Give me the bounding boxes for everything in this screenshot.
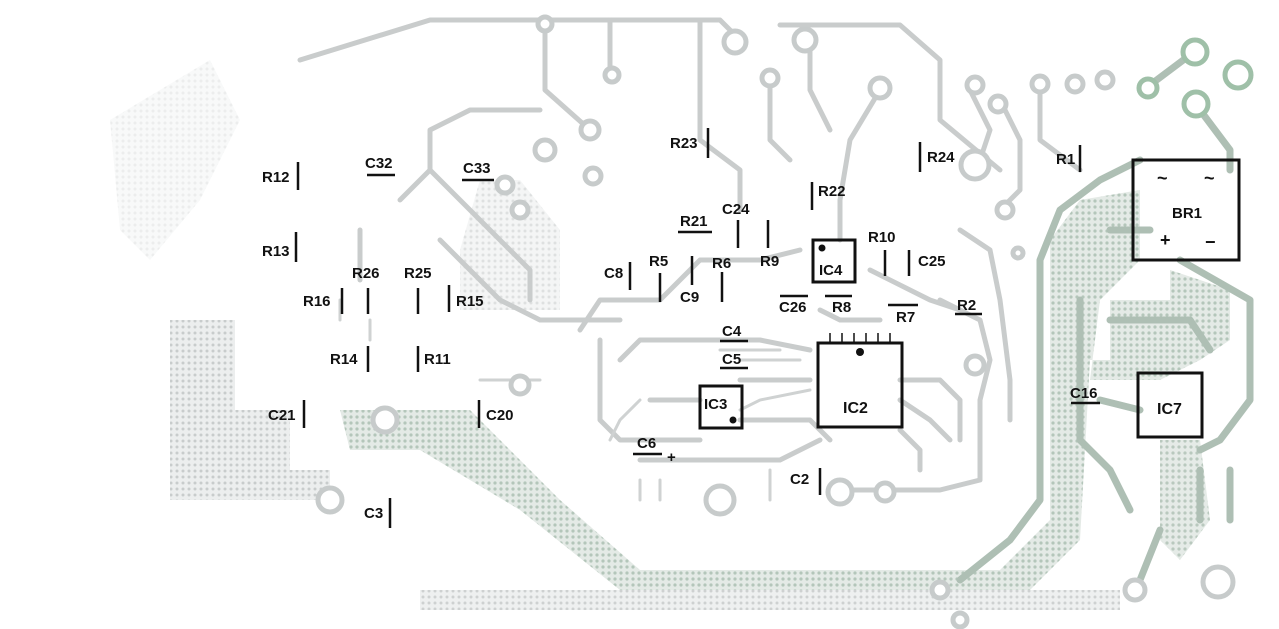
component-labels: R12 R13 R16 R26 R25 R15 R14 R11 C32 C33 … <box>262 135 1216 522</box>
label-c26: C26 <box>779 299 807 316</box>
label-c8: C8 <box>604 265 623 282</box>
label-br1-minus: − <box>1205 232 1216 252</box>
label-ic2: IC2 <box>843 400 868 417</box>
label-plus-c6: + <box>667 449 676 466</box>
label-br1-tilde-right: ~ <box>1204 168 1215 188</box>
label-br1-tilde-left: ~ <box>1157 168 1168 188</box>
ic2-outline <box>816 341 904 429</box>
ic7-outline <box>1136 371 1204 439</box>
label-c32: C32 <box>365 155 393 172</box>
label-c5: C5 <box>722 351 741 368</box>
label-ic7: IC7 <box>1157 401 1182 418</box>
label-r15: R15 <box>456 293 484 310</box>
label-ic4: IC4 <box>819 262 843 279</box>
label-r6: R6 <box>712 255 731 272</box>
label-c21: C21 <box>268 407 296 424</box>
ic4-outline <box>811 238 857 284</box>
label-c16: C16 <box>1070 385 1098 402</box>
label-c4: C4 <box>722 323 742 340</box>
ground-planes <box>110 60 1230 610</box>
label-r7: R7 <box>896 309 915 326</box>
label-c2: C2 <box>790 471 809 488</box>
label-br1-plus: + <box>1160 230 1171 250</box>
label-r25: R25 <box>404 265 432 282</box>
label-ic3: IC3 <box>704 396 727 413</box>
label-c25: C25 <box>918 253 946 270</box>
label-c24: C24 <box>722 201 750 218</box>
component-markers <box>294 128 1100 528</box>
label-c9: C9 <box>680 289 699 306</box>
label-c6: C6 <box>637 435 656 452</box>
label-r14: R14 <box>330 351 358 368</box>
label-r5: R5 <box>649 253 668 270</box>
label-r24: R24 <box>927 149 955 166</box>
label-r16: R16 <box>303 293 331 310</box>
ic-outlines <box>698 158 1241 439</box>
label-c33: C33 <box>463 160 491 177</box>
label-r8: R8 <box>832 299 851 316</box>
label-c3: C3 <box>364 505 383 522</box>
ic4-pin1-dot <box>818 244 826 252</box>
label-r13: R13 <box>262 243 290 260</box>
ic3-pin1-dot <box>729 416 737 424</box>
copper-traces <box>297 17 1083 502</box>
label-c20: C20 <box>486 407 514 424</box>
label-r10: R10 <box>868 229 896 246</box>
power-traces <box>956 51 1254 584</box>
pads <box>315 14 1254 629</box>
ic2-pin1-dot <box>856 348 864 356</box>
label-r11: R11 <box>424 351 451 368</box>
label-r2: R2 <box>957 297 976 314</box>
label-r22: R22 <box>818 183 846 200</box>
label-br1: BR1 <box>1172 205 1202 222</box>
label-r9: R9 <box>760 253 779 270</box>
label-r1: R1 <box>1056 151 1075 168</box>
label-r23: R23 <box>670 135 698 152</box>
ic3-outline <box>698 384 744 430</box>
label-r21: R21 <box>680 213 708 230</box>
label-r12: R12 <box>262 169 290 186</box>
label-r26: R26 <box>352 265 380 282</box>
br1-outline <box>1131 158 1241 262</box>
